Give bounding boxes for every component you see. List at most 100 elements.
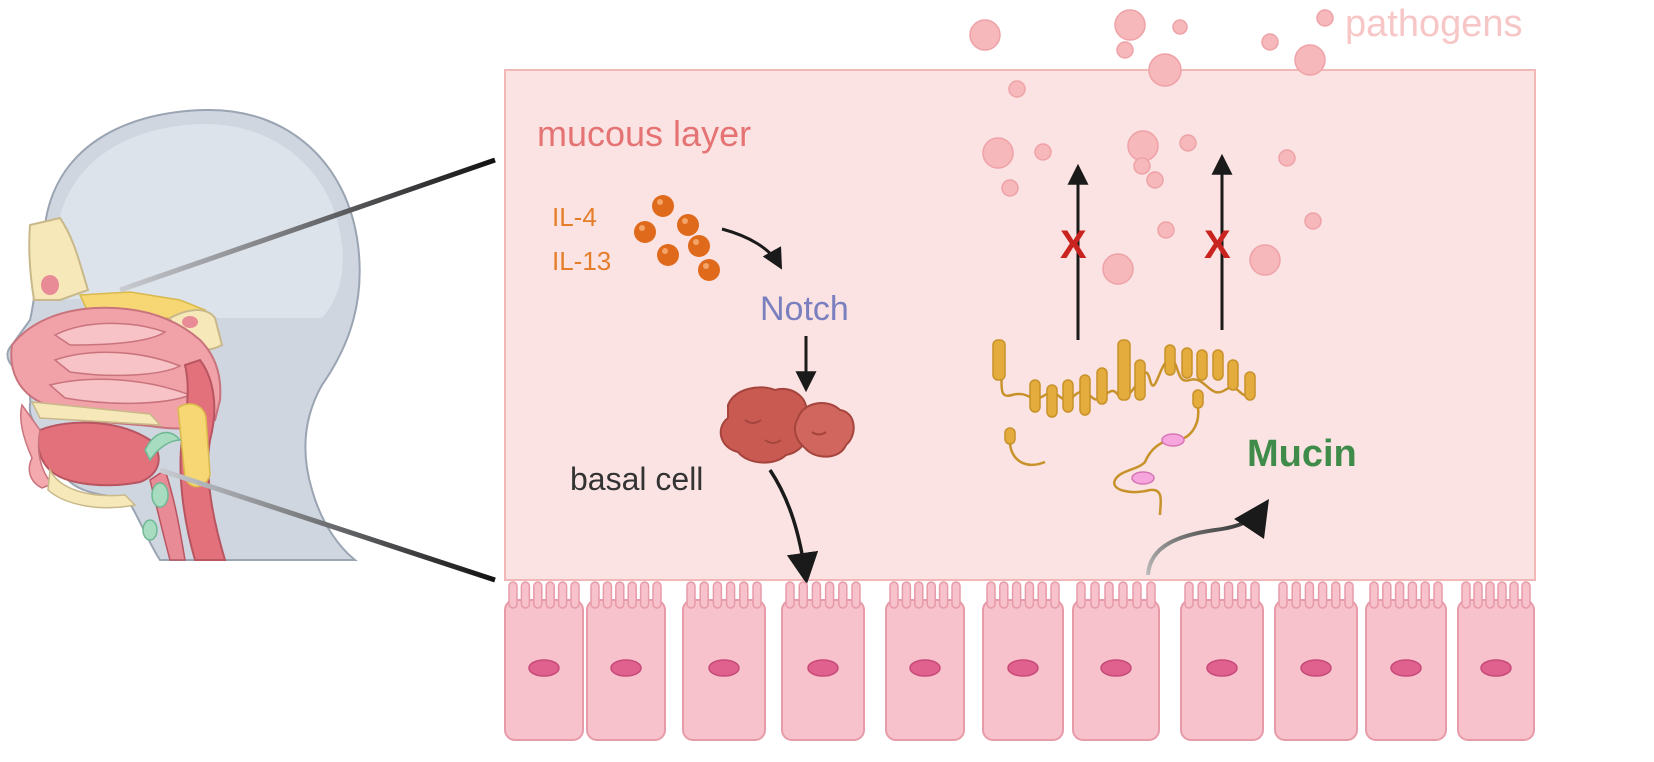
microvillus	[838, 581, 848, 609]
microvillus	[557, 581, 568, 609]
microvillus	[627, 581, 637, 609]
palate	[30, 401, 162, 426]
microvillus	[1118, 581, 1128, 609]
microvillus	[652, 581, 662, 609]
mucin-helix	[992, 339, 1006, 381]
microvillus	[1210, 581, 1221, 609]
pituitary	[182, 316, 198, 328]
microvillus	[533, 581, 543, 609]
microvillus	[1473, 581, 1483, 609]
nucleus	[1300, 659, 1332, 677]
microvillus	[1024, 581, 1035, 609]
cytokine-highlight	[682, 218, 688, 224]
mucin-helix	[1062, 379, 1074, 413]
microvillus	[725, 581, 736, 609]
mucous-layer-label: mucous layer	[537, 113, 751, 154]
epithelial-cell	[1072, 581, 1160, 741]
glycan	[1161, 433, 1185, 447]
microvillus	[785, 581, 795, 609]
microvillus	[739, 581, 749, 609]
pathogen	[1278, 149, 1296, 167]
pathogens-label: pathogens	[1345, 3, 1523, 45]
mucin-helix	[1117, 339, 1131, 401]
epithelial-cell	[1457, 581, 1535, 741]
epiglottis	[144, 431, 182, 462]
microvillus	[1521, 581, 1531, 609]
arrow-basal-cell-to-epithelium	[768, 469, 819, 585]
nucleus	[1007, 659, 1039, 677]
tongue	[37, 421, 160, 487]
pathogen	[1008, 80, 1026, 98]
cytokine-highlight	[639, 225, 645, 231]
microvillus	[1184, 581, 1194, 609]
cytokine	[688, 235, 710, 257]
microvillus	[889, 581, 899, 609]
frontal-sinus	[41, 275, 59, 295]
microvillus	[1197, 581, 1207, 609]
cytokine-highlight	[662, 248, 668, 254]
mucin-helix	[1029, 379, 1041, 413]
epithelial-cell	[885, 581, 965, 741]
microvillus	[1304, 581, 1315, 609]
microvillus	[1250, 581, 1260, 609]
microvillus	[1509, 581, 1519, 609]
microvillus	[914, 581, 924, 609]
microvillus	[1331, 581, 1341, 609]
epithelial-cell	[982, 581, 1064, 741]
epithelial-cell	[1365, 581, 1447, 741]
pathogen	[1172, 19, 1188, 35]
microvillus	[508, 581, 518, 609]
zoom-line-upper	[119, 157, 496, 293]
mucin-helix	[1212, 349, 1224, 381]
blocked-mark-right: X	[1204, 223, 1231, 267]
microvillus	[1104, 581, 1114, 609]
pathogen	[1001, 179, 1019, 197]
microvillus	[602, 581, 613, 609]
microvillus	[951, 581, 961, 609]
il13-label: IL-13	[552, 246, 611, 276]
epithelial-cell	[1180, 581, 1264, 741]
microvillus	[1050, 581, 1060, 609]
microvillus	[1076, 581, 1086, 609]
nucleus	[1390, 659, 1422, 677]
nucleus	[528, 659, 560, 677]
microvillus	[1394, 581, 1405, 609]
epithelial-cell	[504, 581, 584, 741]
microvillus	[590, 581, 600, 609]
microvillus	[811, 581, 822, 609]
epithelial-cell	[1274, 581, 1358, 741]
nucleus	[708, 659, 740, 677]
pathogen	[1249, 244, 1281, 276]
pathogen	[1127, 130, 1159, 162]
epithelial-cell	[682, 581, 766, 741]
brain	[55, 124, 343, 318]
microvillus	[1278, 581, 1288, 609]
microvillus	[1132, 581, 1142, 609]
cytokine	[677, 214, 699, 236]
epithelial-cell	[781, 581, 865, 741]
microvillus	[712, 581, 723, 609]
microvillus	[520, 581, 531, 609]
microvillus	[615, 581, 625, 609]
thyroid-cartilage	[142, 519, 158, 541]
microvillus	[639, 581, 650, 609]
microvillus	[798, 581, 808, 609]
cytokine	[657, 244, 679, 266]
lips	[20, 403, 54, 489]
mucin-protein	[992, 339, 1256, 516]
pathogen	[982, 137, 1014, 169]
nucleus	[1100, 659, 1132, 677]
microvillus	[752, 581, 762, 609]
mucin-helix	[1134, 359, 1146, 401]
mucin-helix	[1196, 349, 1208, 381]
pathogen	[1304, 212, 1322, 230]
il4-label: IL-4	[552, 202, 597, 232]
microvillus	[938, 581, 949, 609]
mucous-layer-panel	[504, 69, 1536, 581]
pathogen	[1157, 221, 1175, 239]
microvillus	[901, 581, 912, 609]
microvillus	[1090, 581, 1100, 609]
turbinate-2	[53, 351, 182, 377]
